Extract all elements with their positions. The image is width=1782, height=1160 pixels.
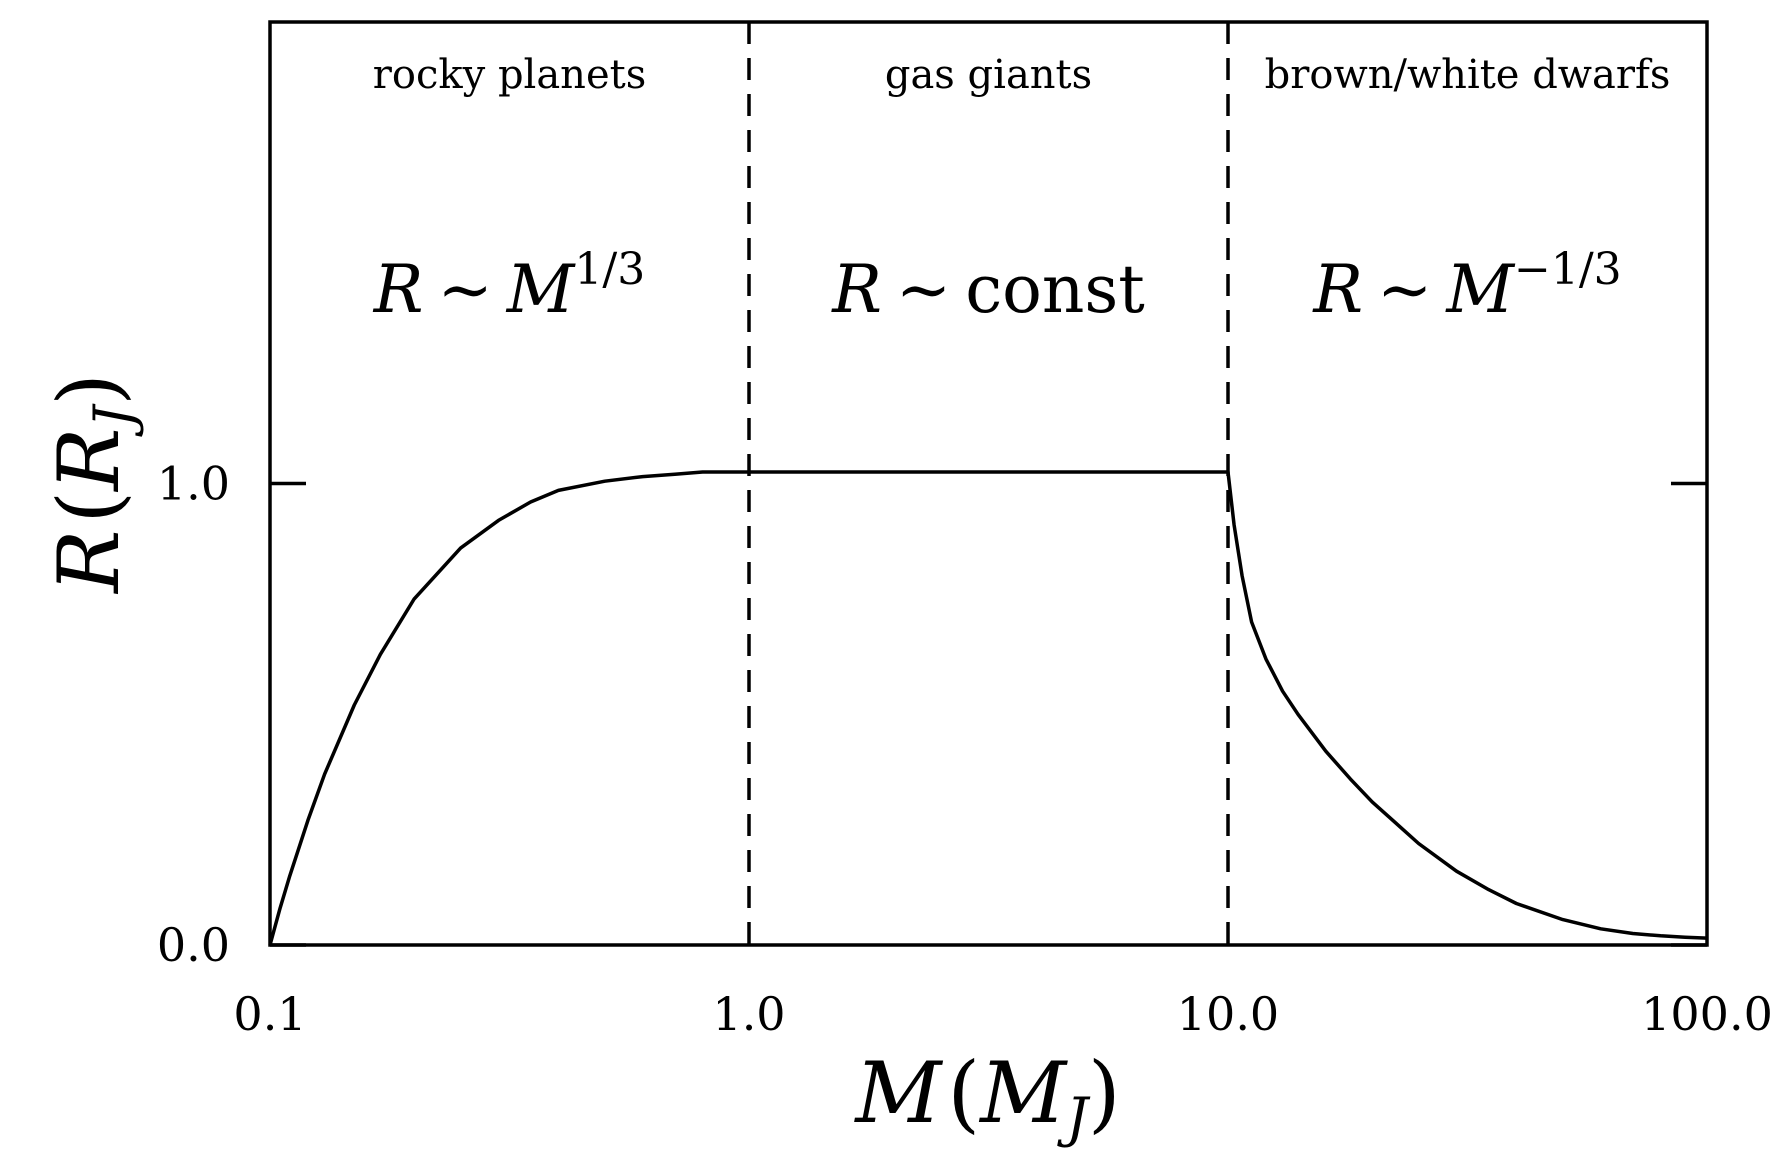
law-lhs-0: R: [373, 251, 424, 328]
x-tick-label-2: 10.0: [1177, 987, 1279, 1041]
y-tick-label-0: 0.0: [157, 918, 230, 972]
plot-frame: [268, 20, 1709, 947]
region-law-1: R∼const: [831, 251, 1145, 328]
law-lhs-1: R: [831, 251, 882, 328]
x-axis-open: (: [947, 1044, 980, 1142]
y-axis-close: ): [40, 373, 138, 406]
y-axis-var: R: [40, 530, 138, 595]
region-label-0: rocky planets: [373, 52, 646, 98]
law-base-2: M: [1445, 251, 1515, 328]
law-sim-1: ∼: [896, 251, 951, 328]
y-axis-label: R(RJ): [40, 373, 145, 595]
region-label-1: gas giants: [885, 52, 1092, 98]
x-tick-label-1: 1.0: [712, 987, 785, 1041]
law-sim-2: ∼: [1377, 251, 1432, 328]
law-exp-0: 1/3: [574, 244, 645, 295]
data-series: [268, 470, 1708, 946]
law-exp-2: −1/3: [1514, 244, 1622, 295]
law-sim-0: ∼: [437, 251, 492, 328]
law-base-0: M: [506, 251, 576, 328]
x-axis-unit: M: [978, 1044, 1068, 1142]
law-text-1: const: [965, 251, 1145, 328]
region-label-2: brown/white dwarfs: [1265, 52, 1671, 98]
y-tick-label-1: 1.0: [157, 457, 230, 511]
region-law-2: R∼M−1/3: [1312, 244, 1621, 328]
series-line-0: [268, 470, 1708, 946]
x-axis-var: M: [853, 1044, 943, 1142]
region-law-0: R∼M1/3: [373, 244, 645, 328]
x-axis-label: M(MJ): [853, 1044, 1120, 1149]
regime-boundaries: [747, 22, 1230, 945]
y-axis-open: (: [40, 491, 138, 524]
x-tick-label-0: 0.1: [233, 987, 306, 1041]
y-axis-unit: R: [40, 428, 138, 493]
x-tick-label-3: 100.0: [1641, 987, 1773, 1041]
axis-ticks: 0.1 1.0 10.0 100.0 0.0 1.0: [157, 457, 1773, 1042]
law-lhs-2: R: [1312, 251, 1363, 328]
x-axis-close: ): [1088, 1044, 1121, 1142]
